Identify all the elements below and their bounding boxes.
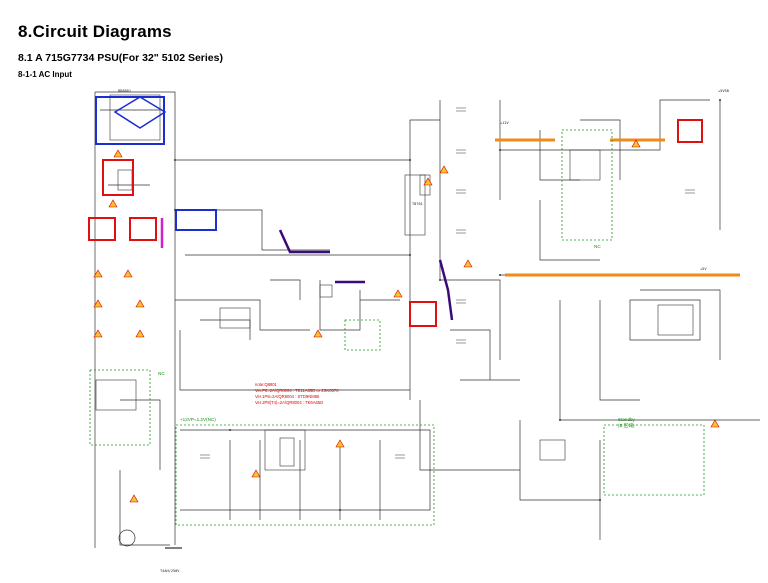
junction-dots <box>174 99 721 511</box>
red-highlight-boxes <box>88 119 703 327</box>
bridge-rectifier-highlight <box>95 96 217 231</box>
label-standby-sub: (B 区域) <box>618 422 635 428</box>
subsection-label: 8-1-1 AC Input <box>18 70 72 79</box>
note-line-1: Ver.P8=2A/QR8004 : TE11A65D or 2SK0670 <box>255 388 339 393</box>
section-subtitle: 8.1 A 715G7734 PSU(For 32" 5102 Series) <box>18 52 223 64</box>
label-nc-left: NC <box>158 371 165 376</box>
green-dashed-blocks <box>89 129 705 526</box>
label-plus5v: +5V <box>700 267 707 271</box>
ac-connector-icon <box>118 529 136 547</box>
wire-network <box>94 91 760 548</box>
label-vout: +5VSB <box>718 89 729 93</box>
bridge-diode-icon <box>113 96 167 129</box>
purple-traces <box>278 229 454 321</box>
capacitor-marks <box>200 107 695 459</box>
orange-output-rails <box>495 138 740 277</box>
note-line-3: Ver.2P8(T4)=2A/QR8004 : TK6A65D <box>255 400 323 405</box>
label-fuse-rating: T4AH/250V <box>160 569 180 573</box>
note-line-2: Ver.1P8=2A/QR8004 : STD9NM65 <box>255 394 320 399</box>
warning-triangles <box>93 139 720 503</box>
label-standby: Standby <box>618 417 636 422</box>
label-nc-mid: NC <box>594 244 601 249</box>
label-plus12v: +12V <box>500 121 509 125</box>
label-power-12v: +12VP=1.2V(NC) <box>180 417 216 422</box>
components <box>95 94 694 471</box>
label-transformer: T8701 <box>412 202 423 206</box>
page-title: 8.Circuit Diagrams <box>18 22 172 41</box>
note-title: note:Q8801 <box>255 382 278 387</box>
label-bridge: BD8801 <box>118 89 131 93</box>
